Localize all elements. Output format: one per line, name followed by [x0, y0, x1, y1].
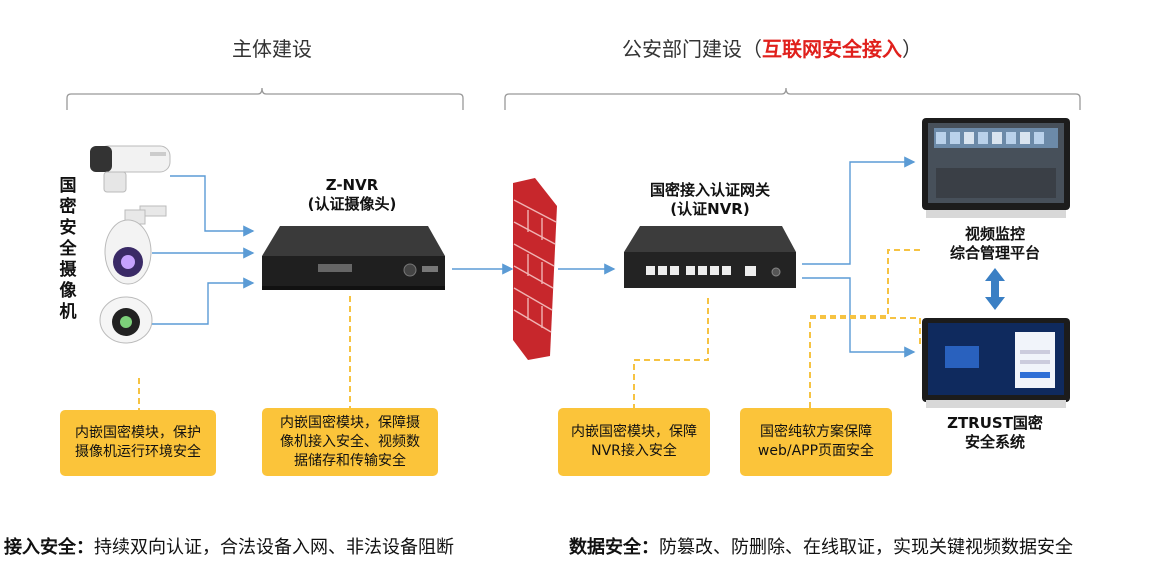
znvr-device-icon — [262, 226, 445, 290]
right-section-brace — [504, 87, 1081, 110]
bidirectional-arrow-icon — [985, 268, 1005, 310]
software-note-connector-1 — [809, 317, 921, 408]
monitoring-platform-label: 视频监控 综合管理平台 — [949, 225, 1040, 262]
znvr-security-note: 内嵌国密模块，保障摄 像机接入安全、视频数 据储存和传输安全 — [262, 408, 438, 476]
left-section-brace — [66, 87, 464, 110]
camera-group-label: 国密安全摄像机 — [59, 176, 77, 322]
gateway-device-icon — [624, 226, 796, 288]
gateway-note-connector — [633, 298, 709, 408]
gateway-label: 国密接入认证网关 (认证NVR) — [649, 181, 770, 218]
gateway-to-monitor-arrow — [802, 156, 916, 265]
software-note-connector-2 — [810, 249, 920, 317]
camera1-arrow — [170, 175, 255, 237]
bullet-camera-icon — [90, 145, 171, 193]
ztrust-label: ZTRUST国密 安全系统 — [947, 414, 1043, 451]
software-security-note: 国密纯软方案保障 web/APP页面安全 — [740, 408, 892, 476]
gateway-security-note: 内嵌国密模块，保障 NVR接入安全 — [558, 408, 710, 476]
right-section-title: 公安部门建设（互联网安全接入） — [622, 37, 922, 61]
camera-security-note: 内嵌国密模块，保护 摄像机运行环境安全 — [60, 410, 216, 476]
turret-camera-icon — [99, 296, 153, 344]
data-security-statement: 数据安全：防篡改、防删除、在线取证，实现关键视频数据安全 — [569, 537, 1073, 558]
znvr-label: Z-NVR (认证摄像头) — [307, 176, 397, 213]
right-title-highlight: 互联网安全接入 — [762, 37, 902, 61]
camera3-arrow — [152, 277, 255, 325]
gateway-to-ztrust-arrow — [802, 277, 916, 358]
left-section-title: 主体建设 — [232, 37, 312, 61]
ztrust-system-screen-icon — [922, 318, 1070, 408]
ptz-camera-icon — [104, 205, 167, 285]
access-security-statement: 接入安全：持续双向认证，合法设备入网、非法设备阻断 — [4, 537, 454, 558]
monitoring-platform-screen-icon — [922, 118, 1070, 218]
firewall-icon — [513, 178, 557, 360]
